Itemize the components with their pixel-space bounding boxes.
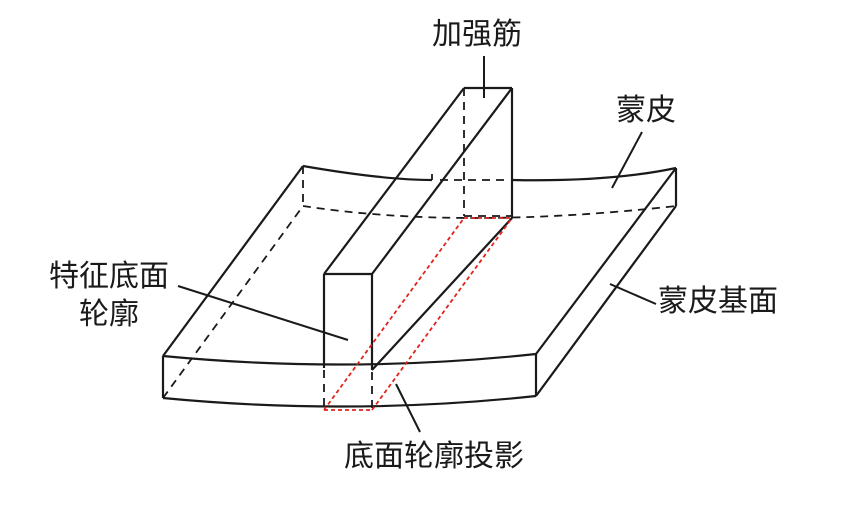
leader-skin: [611, 131, 643, 189]
label-skin: 蒙皮: [616, 93, 676, 128]
projection-outline: [323, 217, 513, 411]
label-feature-line2: 轮廓: [79, 297, 139, 332]
skin-top-face: [162, 164, 677, 357]
label-rib: 加强筋: [432, 17, 522, 52]
label-feature-line1: 特征底面: [49, 259, 169, 294]
label-feature-outline: 特征底面 轮廓: [34, 258, 184, 334]
leader-base: [609, 283, 657, 305]
leader-lines: [177, 56, 657, 433]
skin-front-face: [161, 352, 538, 408]
leader-feature: [177, 285, 349, 341]
label-skin-base: 蒙皮基面: [658, 284, 778, 319]
label-projection: 底面轮廓投影: [344, 439, 524, 474]
leader-projection: [395, 383, 421, 433]
rib: [322, 86, 514, 371]
skin-right-face: [535, 168, 678, 397]
